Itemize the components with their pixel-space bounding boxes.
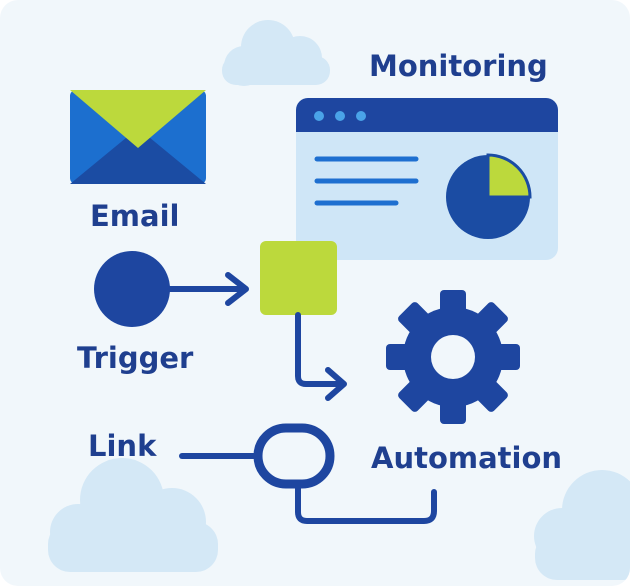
pie-chart-icon — [446, 153, 532, 239]
cloud-bottom-right — [534, 470, 630, 580]
cloud-bottom-left — [48, 458, 218, 572]
automation-label: Automation — [371, 441, 563, 475]
chain-link-icon — [179, 423, 437, 524]
trigger-label: Trigger — [77, 341, 194, 375]
monitoring-label: Monitoring — [369, 49, 548, 83]
gear-icon — [386, 290, 520, 424]
envelope-icon — [70, 90, 206, 184]
link-label: Link — [88, 429, 157, 463]
cloud-top — [222, 20, 330, 86]
connector-arrow-icon — [295, 312, 347, 401]
process-node-icon — [260, 241, 337, 315]
email-label: Email — [90, 199, 180, 233]
trigger-node-icon — [94, 251, 249, 327]
